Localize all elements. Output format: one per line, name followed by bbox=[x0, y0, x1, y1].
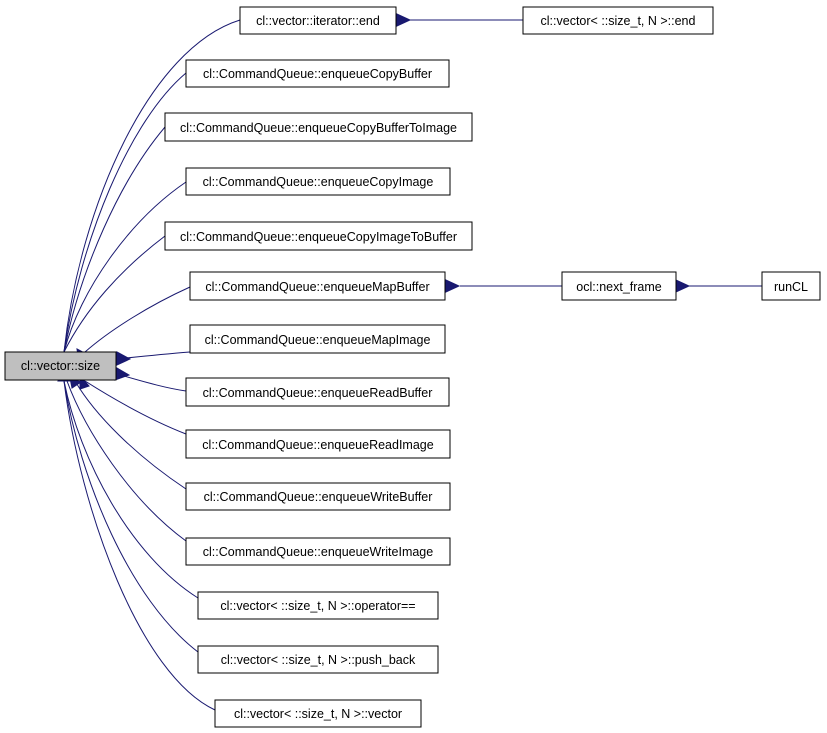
edge-vector-ctor-to-size bbox=[63, 380, 216, 711]
node-box bbox=[185, 429, 451, 459]
node-label: runCL bbox=[774, 280, 808, 294]
node-box bbox=[164, 112, 473, 142]
node-label: cl::CommandQueue::enqueueMapImage bbox=[205, 333, 431, 347]
node-vector-push-back[interactable]: cl::vector< ::size_t, N >::push_back bbox=[197, 645, 439, 674]
node-label: cl::CommandQueue::enqueueWriteBuffer bbox=[204, 490, 433, 504]
node-enqueue-write-image[interactable]: cl::CommandQueue::enqueueWriteImage bbox=[185, 537, 451, 566]
node-box bbox=[185, 377, 450, 407]
node-enqueue-write-buffer[interactable]: cl::CommandQueue::enqueueWriteBuffer bbox=[185, 482, 451, 511]
node-box bbox=[189, 324, 446, 354]
edge-op-eq-to-size bbox=[63, 380, 199, 599]
node-iterator-end[interactable]: cl::vector::iterator::end bbox=[239, 6, 397, 35]
node-box bbox=[185, 537, 451, 566]
node-label: cl::CommandQueue::enqueueCopyBuffer bbox=[203, 67, 432, 81]
node-label: cl::vector< ::size_t, N >::operator== bbox=[220, 599, 415, 613]
node-label: cl::vector::size bbox=[21, 359, 100, 373]
edge-write-image-to-size bbox=[66, 380, 187, 542]
node-box bbox=[164, 221, 473, 251]
node-label: cl::CommandQueue::enqueueReadImage bbox=[202, 438, 433, 452]
node-box bbox=[185, 482, 451, 511]
edge-map-buffer-to-size bbox=[84, 286, 191, 353]
node-box bbox=[185, 167, 451, 196]
edge-arrowhead bbox=[114, 367, 131, 381]
node-enqueue-copy-image[interactable]: cl::CommandQueue::enqueueCopyImage bbox=[185, 167, 451, 196]
node-label: cl::vector< ::size_t, N >::end bbox=[541, 14, 696, 28]
edge-arrowhead bbox=[396, 13, 412, 27]
edge-read-buffer-to-size bbox=[116, 373, 187, 392]
node-label: cl::vector::iterator::end bbox=[256, 14, 380, 28]
edge-write-buffer-to-size bbox=[74, 380, 187, 490]
node-label: cl::CommandQueue::enqueueCopyImageToBuff… bbox=[180, 230, 457, 244]
edge-arrowhead bbox=[116, 351, 132, 366]
node-box bbox=[761, 271, 821, 301]
node-label: cl::vector< ::size_t, N >::push_back bbox=[221, 653, 416, 667]
node-run-cl[interactable]: runCL bbox=[761, 271, 821, 301]
node-label: cl::CommandQueue::enqueueWriteImage bbox=[203, 545, 433, 559]
node-box bbox=[197, 645, 439, 674]
edge-copy-buffer-to-image-to-size bbox=[63, 126, 166, 353]
node-label: cl::CommandQueue::enqueueReadBuffer bbox=[203, 386, 433, 400]
node-label: cl::vector< ::size_t, N >::vector bbox=[234, 707, 402, 721]
node-enqueue-copy-buffer-to-image[interactable]: cl::CommandQueue::enqueueCopyBufferToIma… bbox=[164, 112, 473, 142]
node-enqueue-map-image[interactable]: cl::CommandQueue::enqueueMapImage bbox=[189, 324, 446, 354]
node-enqueue-copy-buffer[interactable]: cl::CommandQueue::enqueueCopyBuffer bbox=[185, 59, 450, 88]
node-vector-end[interactable]: cl::vector< ::size_t, N >::end bbox=[522, 6, 714, 35]
edge-arrowhead bbox=[445, 279, 461, 293]
node-next-frame[interactable]: ocl::next_frame bbox=[561, 271, 677, 301]
node-box bbox=[185, 59, 450, 88]
node-enqueue-map-buffer[interactable]: cl::CommandQueue::enqueueMapBuffer bbox=[189, 271, 446, 301]
node-box bbox=[239, 6, 397, 35]
edge-iter-end-to-size bbox=[63, 19, 241, 353]
edge-copy-image-to-size bbox=[63, 181, 187, 353]
node-vector-ctor[interactable]: cl::vector< ::size_t, N >::vector bbox=[214, 699, 422, 728]
node-vector-operator-eq[interactable]: cl::vector< ::size_t, N >::operator== bbox=[197, 591, 439, 620]
node-label: cl::CommandQueue::enqueueMapBuffer bbox=[205, 280, 429, 294]
edge-arrowhead bbox=[675, 279, 691, 293]
edge-copy-image-to-buffer-to-size bbox=[63, 235, 166, 353]
node-label: cl::CommandQueue::enqueueCopyImage bbox=[203, 175, 434, 189]
node-box bbox=[4, 351, 117, 381]
node-vector-size[interactable]: cl::vector::size bbox=[4, 351, 117, 381]
node-box bbox=[522, 6, 714, 35]
edge-copy-buffer-to-size bbox=[63, 72, 187, 353]
node-box bbox=[197, 591, 439, 620]
node-enqueue-copy-image-to-buffer[interactable]: cl::CommandQueue::enqueueCopyImageToBuff… bbox=[164, 221, 473, 251]
node-box bbox=[189, 271, 446, 301]
node-box bbox=[561, 271, 677, 301]
edge-push-back-to-size bbox=[63, 380, 199, 653]
node-enqueue-read-buffer[interactable]: cl::CommandQueue::enqueueReadBuffer bbox=[185, 377, 450, 407]
node-label: ocl::next_frame bbox=[576, 280, 662, 294]
edge-read-image-to-size bbox=[84, 380, 187, 435]
node-box bbox=[214, 699, 422, 728]
node-enqueue-read-image[interactable]: cl::CommandQueue::enqueueReadImage bbox=[185, 429, 451, 459]
nodes-layer: cl::vector::size cl::vector::iterator::e… bbox=[4, 6, 821, 728]
node-label: cl::CommandQueue::enqueueCopyBufferToIma… bbox=[180, 121, 457, 135]
